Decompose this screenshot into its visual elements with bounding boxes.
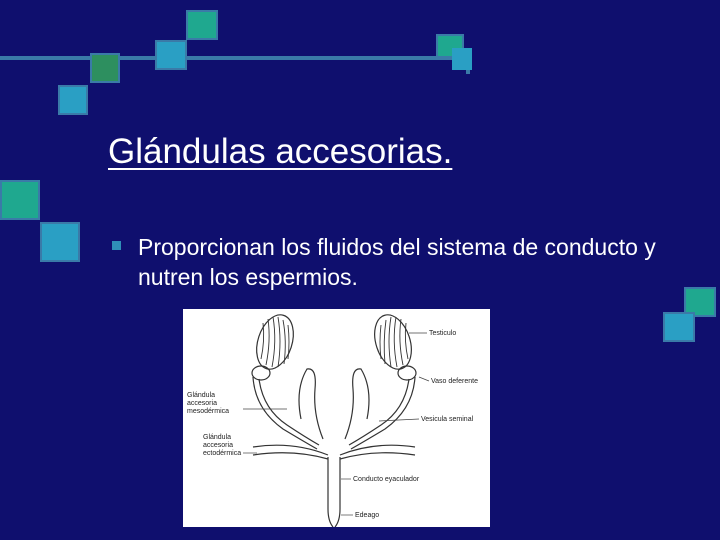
label-meso-3: mesodérmica bbox=[187, 408, 229, 415]
leader-lines bbox=[243, 332, 430, 516]
diagram-labels: Testiculo Vaso deferente Vesicula semina… bbox=[187, 330, 478, 519]
diagram-svg: Testiculo Vaso deferente Vesicula semina… bbox=[187, 314, 478, 527]
gland-ecto-left-b bbox=[252, 452, 329, 460]
loop-left bbox=[251, 365, 271, 381]
testis-right bbox=[374, 314, 412, 370]
testis-left bbox=[256, 314, 294, 370]
decor-square bbox=[58, 85, 88, 115]
decor-square bbox=[186, 10, 218, 40]
gland-ecto-left bbox=[252, 444, 329, 456]
decor-line-top bbox=[0, 56, 470, 60]
vas-right-a bbox=[350, 376, 416, 450]
label-meso-2: accesoria bbox=[187, 400, 217, 407]
gland-ecto-right bbox=[339, 444, 416, 456]
label-meso-1: Glándula bbox=[187, 392, 215, 399]
vas-left-b bbox=[258, 378, 320, 446]
duct-right bbox=[334, 457, 341, 527]
slide-title: Glándulas accesorias. bbox=[108, 132, 453, 171]
label-vaso-deferente: Vaso deferente bbox=[431, 378, 478, 385]
testis-right-lobes bbox=[379, 316, 409, 368]
label-ecto-3: ectodérmica bbox=[203, 450, 241, 457]
decor-square bbox=[452, 48, 472, 70]
label-conducto-eyaculador: Conducto eyaculador bbox=[353, 476, 420, 483]
bullet-square-icon bbox=[112, 241, 121, 250]
decor-square bbox=[40, 222, 80, 262]
bullet-text: Proporcionan los fluidos del sistema de … bbox=[138, 234, 656, 290]
gland-ecto-right-b bbox=[339, 452, 416, 460]
decor-square bbox=[155, 40, 187, 70]
decor-square bbox=[90, 53, 120, 83]
label-vesicula-seminal: Vesicula seminal bbox=[421, 416, 474, 423]
label-testiculo: Testiculo bbox=[429, 330, 456, 337]
testis-left-lobes bbox=[260, 316, 290, 368]
loop-right bbox=[397, 365, 417, 381]
label-ecto-2: accesoria bbox=[203, 442, 233, 449]
vas-right-b bbox=[348, 378, 410, 446]
decor-square bbox=[663, 312, 695, 342]
label-edeago: Edeago bbox=[355, 512, 379, 519]
vas-left-a bbox=[252, 376, 318, 450]
gland-meso-left bbox=[298, 368, 324, 440]
gland-meso-right bbox=[344, 368, 370, 440]
duct-left bbox=[327, 457, 334, 527]
reproductive-diagram: Testiculo Vaso deferente Vesicula semina… bbox=[183, 309, 490, 527]
decor-square bbox=[0, 180, 40, 220]
label-ecto-1: Glándula bbox=[203, 434, 231, 441]
